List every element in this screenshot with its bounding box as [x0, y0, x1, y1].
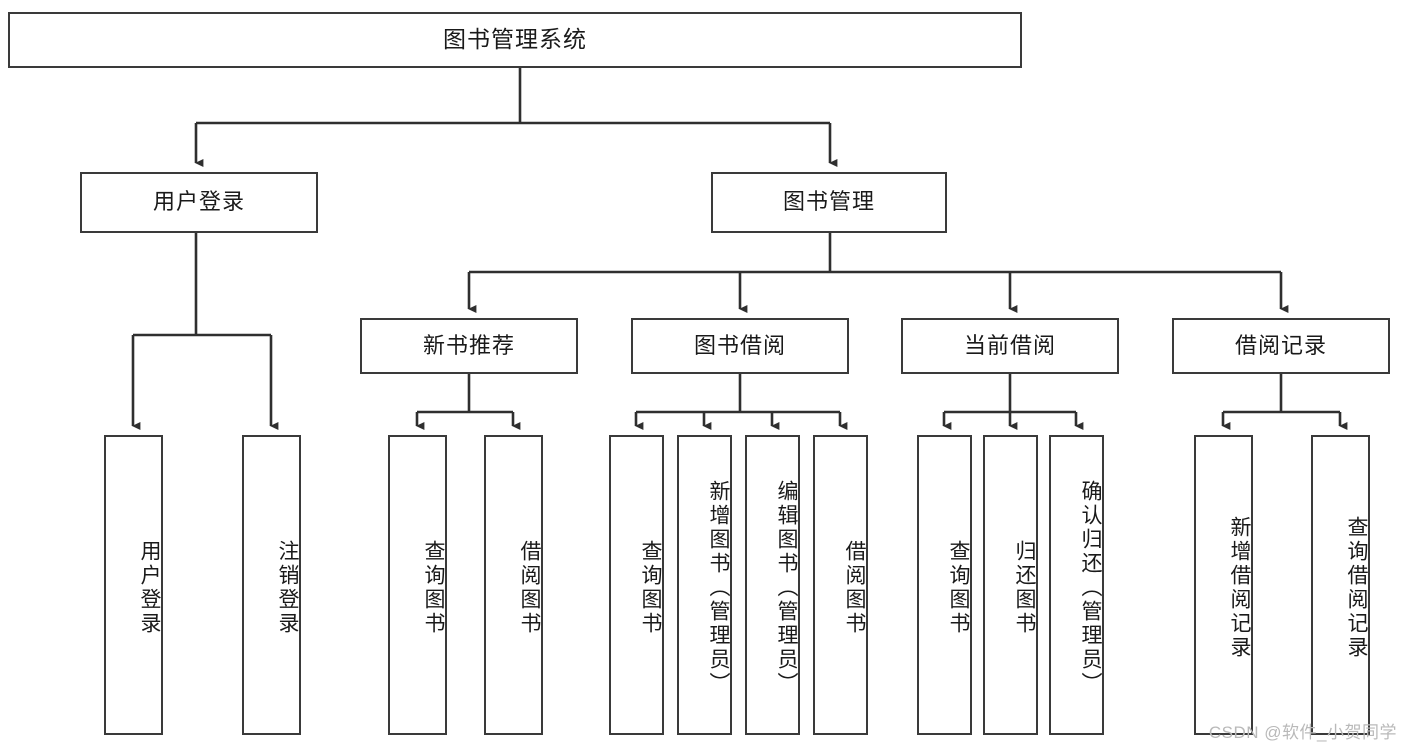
node-current-borrow[interactable]: 当前借阅 — [901, 318, 1119, 374]
node-label: 当前借阅 — [963, 332, 1056, 358]
node-label: 图书管理系统 — [443, 26, 587, 53]
node-label: 借阅记录 — [1234, 332, 1327, 358]
node-label: 查询图书 — [422, 540, 445, 636]
node-label: 归还图书 — [1013, 540, 1036, 636]
leaf-edit-book[interactable]: 编辑图书（管理员） — [745, 435, 800, 735]
leaf-query-record[interactable]: 查询借阅记录 — [1311, 435, 1370, 735]
leaf-add-book[interactable]: 新增图书（管理员） — [677, 435, 732, 735]
node-label: 图书管理 — [782, 189, 875, 215]
csdn-watermark: CSDN @软件_小贺同学 — [1208, 723, 1397, 742]
leaf-borrow-book-2[interactable]: 借阅图书 — [813, 435, 868, 735]
node-label: 借阅图书 — [843, 540, 866, 636]
node-book-borrow[interactable]: 图书借阅 — [631, 318, 849, 374]
leaf-query-book-3[interactable]: 查询图书 — [917, 435, 972, 735]
node-label: 查询借阅记录 — [1345, 516, 1368, 660]
node-borrow-record[interactable]: 借阅记录 — [1172, 318, 1390, 374]
leaf-confirm-return[interactable]: 确认归还（管理员） — [1049, 435, 1104, 735]
node-label: 新书推荐 — [422, 332, 515, 358]
node-user-login[interactable]: 用户登录 — [80, 172, 318, 233]
leaf-return-book[interactable]: 归还图书 — [983, 435, 1038, 735]
leaf-user-login[interactable]: 用户登录 — [104, 435, 163, 735]
node-label: 用户登录 — [152, 189, 245, 215]
leaf-borrow-book-1[interactable]: 借阅图书 — [484, 435, 543, 735]
node-label: 新增图书（管理员） — [707, 480, 730, 696]
node-label: 新增借阅记录 — [1228, 516, 1251, 660]
node-label: 借阅图书 — [518, 540, 541, 636]
node-label: 用户登录 — [138, 540, 161, 636]
node-label: 查询图书 — [639, 540, 662, 636]
leaf-add-record[interactable]: 新增借阅记录 — [1194, 435, 1253, 735]
node-book-manage[interactable]: 图书管理 — [711, 172, 947, 233]
node-label: 确认归还（管理员） — [1079, 480, 1102, 696]
leaf-logout[interactable]: 注销登录 — [242, 435, 301, 735]
node-label: 图书借阅 — [693, 332, 786, 358]
leaf-query-book-1[interactable]: 查询图书 — [388, 435, 447, 735]
leaf-query-book-2[interactable]: 查询图书 — [609, 435, 664, 735]
node-label: 注销登录 — [276, 540, 299, 636]
node-label: 查询图书 — [947, 540, 970, 636]
node-root[interactable]: 图书管理系统 — [8, 12, 1022, 68]
node-new-book-rec[interactable]: 新书推荐 — [360, 318, 578, 374]
node-label: 编辑图书（管理员） — [775, 480, 798, 696]
